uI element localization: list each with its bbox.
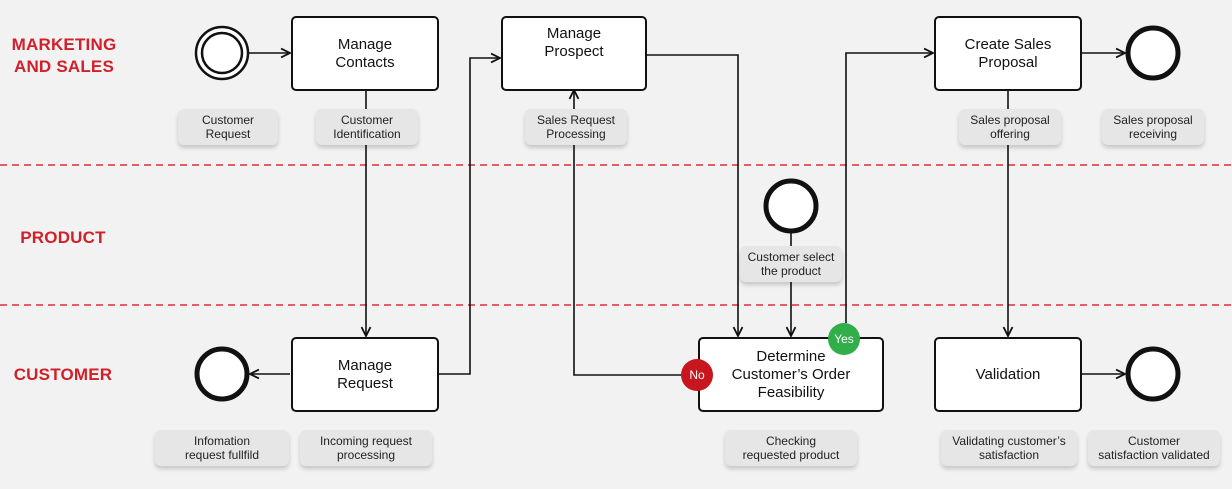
flow-request-to-prospect bbox=[438, 58, 500, 375]
note-sales-request-processing: Sales Request Processing bbox=[525, 109, 627, 145]
flow-yes-to-proposal bbox=[845, 53, 933, 323]
decision-no-badge: No bbox=[681, 359, 713, 391]
lane-label-customer: CUSTOMER bbox=[13, 365, 113, 384]
note-customer-identification: Customer Identification bbox=[316, 109, 418, 145]
note-incoming-request-processing: Incoming request processing bbox=[300, 430, 432, 466]
product-start-event bbox=[763, 178, 819, 234]
note-sales-proposal-offering: Sales proposal offering bbox=[959, 109, 1061, 145]
task-manage-prospect[interactable]: Manage Prospect bbox=[501, 16, 647, 91]
task-validation[interactable]: Validation bbox=[934, 337, 1082, 412]
note-validating-customer-satisfaction: Validating customer’s satisfaction bbox=[941, 430, 1077, 466]
note-information-request-fulfilled: Infomation request fullfild bbox=[155, 430, 289, 466]
flow-no-to-prospect bbox=[574, 90, 684, 376]
lane-label-marketing-and-sales: MARKETING AND SALES bbox=[11, 35, 117, 76]
task-manage-request[interactable]: Manage Request bbox=[291, 337, 439, 412]
decision-yes-badge: Yes bbox=[828, 323, 860, 355]
note-checking-requested-product: Checking requested product bbox=[725, 430, 857, 466]
note-sales-proposal-receiving: Sales proposal receiving bbox=[1102, 109, 1204, 145]
task-create-sales-proposal[interactable]: Create Sales Proposal bbox=[934, 16, 1082, 91]
end-event-marketing bbox=[1125, 25, 1181, 81]
start-event-inner-ring bbox=[200, 31, 244, 75]
note-customer-request: Customer Request bbox=[178, 109, 278, 145]
end-event-information bbox=[194, 346, 250, 402]
note-customer-select-product: Customer select the product bbox=[740, 246, 842, 282]
task-manage-contacts[interactable]: Manage Contacts bbox=[291, 16, 439, 91]
end-event-validated bbox=[1125, 346, 1181, 402]
note-customer-satisfaction-validated: Customer satisfaction validated bbox=[1088, 430, 1220, 466]
lane-label-product: PRODUCT bbox=[20, 228, 106, 247]
flow-prospect-to-feasibility bbox=[646, 54, 738, 336]
